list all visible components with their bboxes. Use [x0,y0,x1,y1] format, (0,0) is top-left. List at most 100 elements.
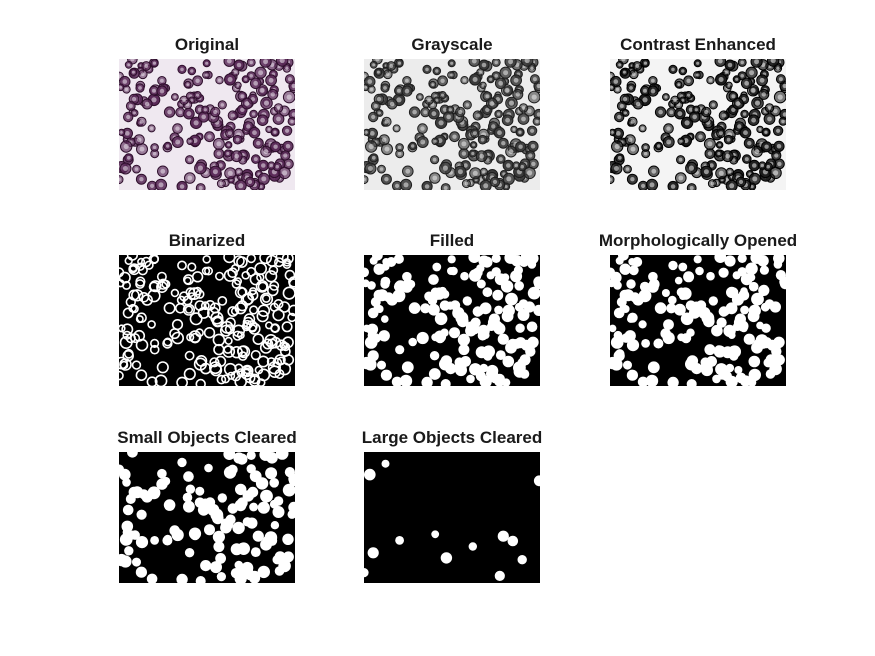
cell-center [678,157,683,162]
binary-blob [679,292,687,300]
binary-blob [674,303,686,316]
cell-center [688,107,693,112]
binary-blob [119,468,131,481]
cell-center [463,163,468,168]
cell-center [446,114,451,120]
cell-center [503,70,509,76]
binary-blob [364,324,371,333]
cell-center [152,145,157,150]
binary-blob [648,271,658,282]
cell-center [450,61,454,65]
binary-ring [273,298,284,309]
binary-ring [257,355,270,368]
cell-center [263,59,269,65]
binary-blob [645,374,659,386]
binary-blob [678,262,688,272]
binary-blob [132,557,141,567]
cell-center [698,134,703,139]
cell-center [669,110,674,115]
cell-center [527,170,533,176]
cell-center [619,104,624,108]
binary-blob [704,344,716,356]
cell-center [182,98,186,103]
binary-blob [745,262,758,275]
cell-center [427,98,431,103]
cell-center [403,182,409,188]
cell-center [119,85,123,89]
binary-blob [236,497,248,509]
cell-center [383,86,387,90]
cell-center [432,157,437,162]
binary-ring [215,271,225,281]
binary-blob [750,255,763,264]
cell-center [678,175,684,181]
cell-center [530,128,535,133]
binary-ring [135,369,148,381]
cell-center [742,112,747,116]
cell-center [379,167,384,171]
cell-center [276,116,281,122]
cell [610,175,615,185]
cell-center [240,107,245,112]
binary-blob [724,255,736,267]
cell-center [751,117,756,123]
panel-title-original: Original [174,35,240,54]
cell-center [528,153,533,158]
binary-blob [213,541,225,553]
binary-blob [527,260,537,269]
cell-center [233,178,238,183]
binary-blob [431,530,440,539]
binary-blob [763,358,773,368]
cell-center [615,87,620,92]
cell-center [747,141,752,146]
cell-center [180,67,184,72]
binary-blob [759,265,769,275]
binary-blob [486,271,495,280]
cell-center [235,137,240,142]
binary-blob [381,459,390,468]
binary-ring [147,320,156,329]
cell-center [630,119,635,124]
binary-blob [200,560,212,572]
cell-center [188,139,192,143]
cell-center [695,73,699,77]
cell-center [686,78,691,83]
cell-center [773,108,778,114]
cell-center [630,177,635,182]
binary-blob [468,542,477,551]
cell-center [737,124,742,129]
binary-ring [278,362,292,376]
binary-blob [494,305,503,315]
binary-blob [122,478,131,487]
binary-ring [233,255,245,267]
binary-blob [501,310,514,323]
cell-center [472,77,478,82]
binary-ring [135,279,145,289]
binary-blob [449,327,460,339]
binary-ring [154,374,168,386]
binary-blob [505,341,517,354]
binary-blob [482,287,493,298]
cell-center [512,128,516,131]
binary-blob [626,339,640,352]
cell-center [725,153,731,159]
cell-center [679,139,683,143]
cell-center [738,179,744,184]
cell-center [696,61,700,65]
cell-center [618,63,622,67]
binary-blob [370,297,381,307]
binary-blob [478,255,490,267]
cell-center [735,101,741,106]
cell-center [673,98,677,103]
cell-center [197,107,202,112]
cell-center [504,185,508,189]
binary-ring [150,255,159,264]
cell-center [480,137,485,142]
cell-center [396,88,401,93]
binary-ring [287,312,295,323]
cell-center [151,97,157,103]
cell-center [735,77,739,81]
binary-blob [244,569,256,581]
binary-blob [477,330,488,341]
binary-ring [266,357,276,367]
